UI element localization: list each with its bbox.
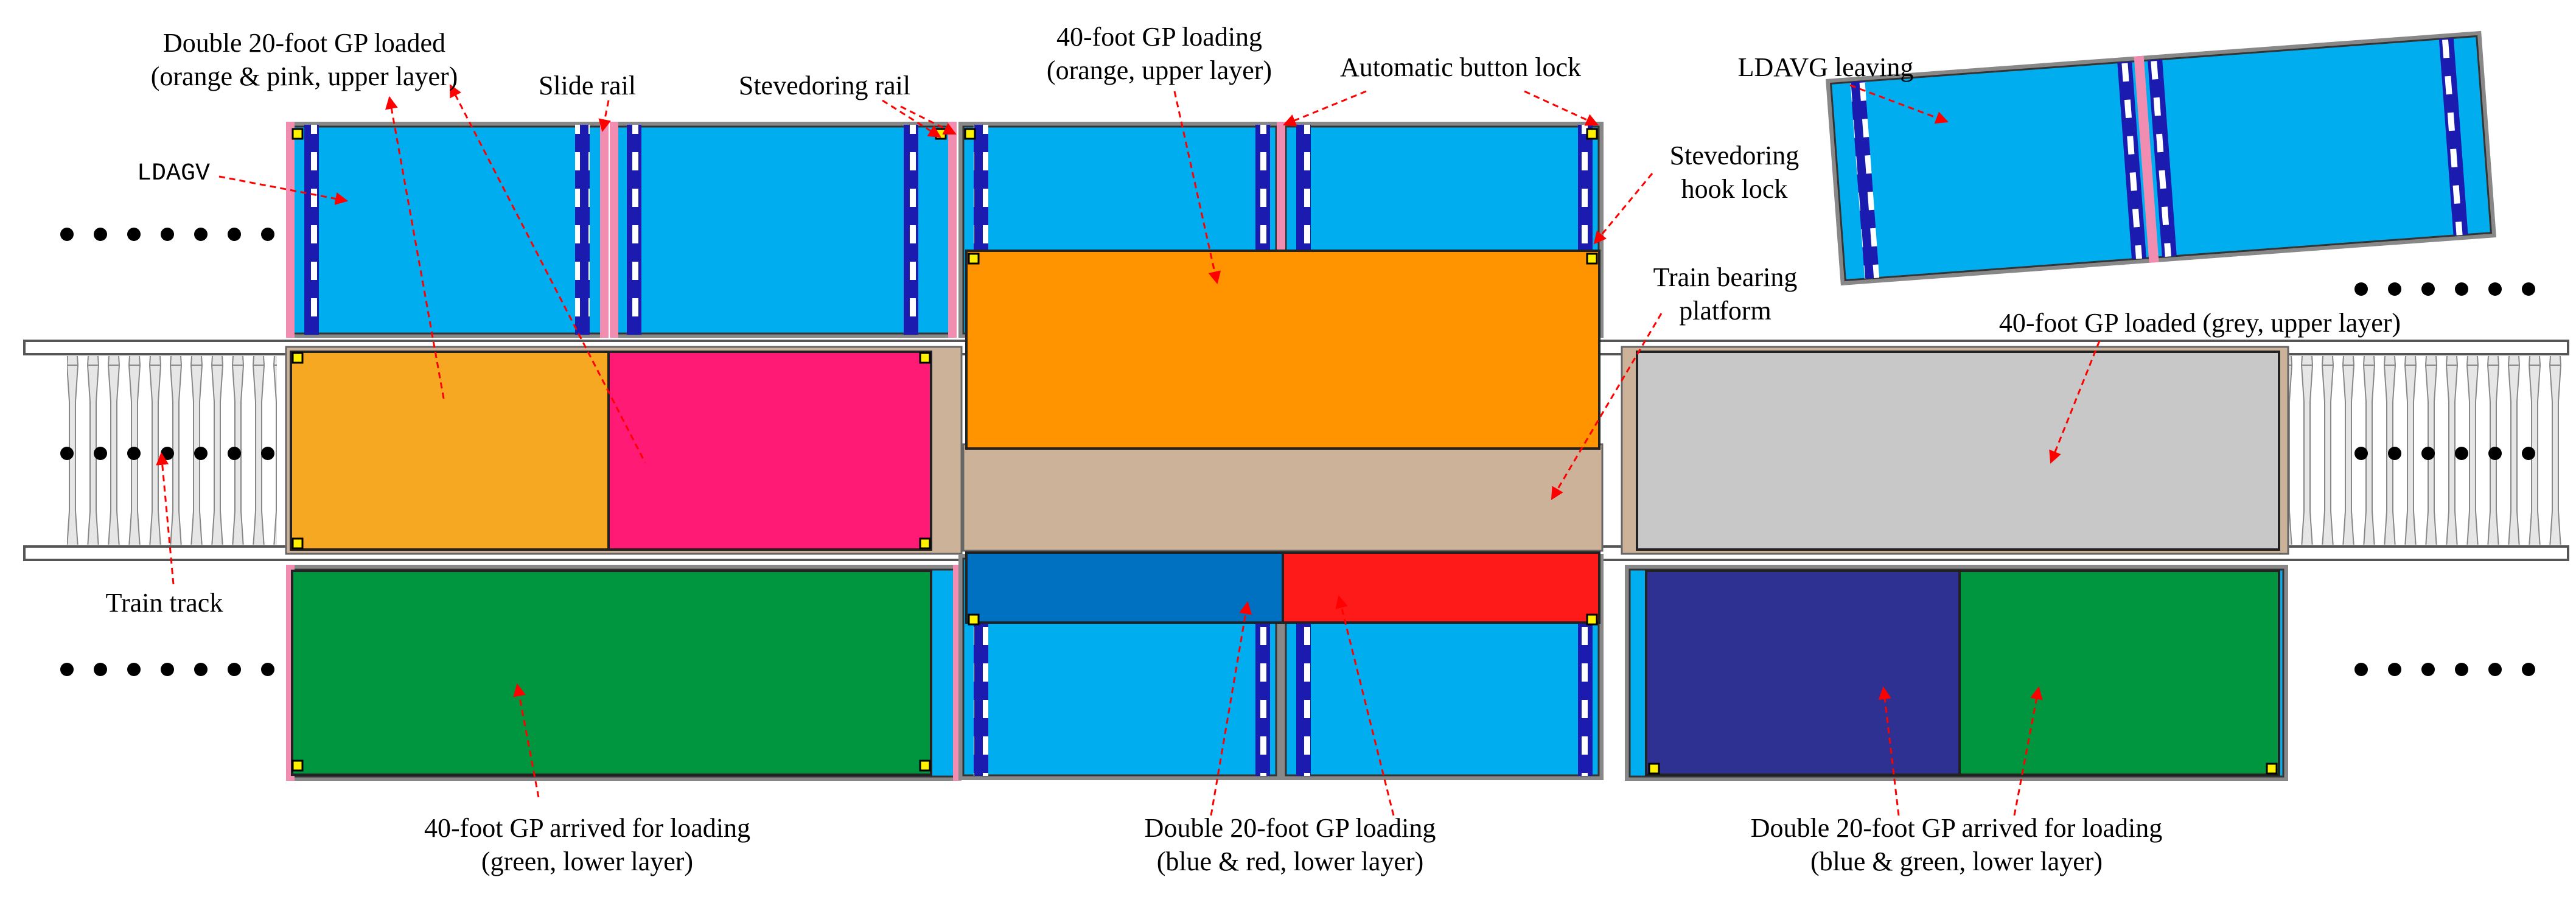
label-40ft-loading-line1: 40-foot GP loading — [1056, 22, 1262, 52]
slide-rail — [600, 122, 609, 338]
label-stevedoring-hook-line1: Stevedoring — [1670, 141, 1799, 170]
label-double20-loading-line1: Double 20-foot GP loading — [1145, 813, 1436, 843]
container-20ft-blue — [965, 551, 1284, 624]
stevedoring-rail — [974, 621, 988, 776]
label-40ft-arrived-line1: 40-foot GP arrived for loading — [424, 813, 750, 843]
container-40ft-green — [291, 570, 932, 776]
arrow-green-arrived — [513, 683, 540, 798]
train-bearing-platform — [962, 443, 1604, 552]
arrow-ldavg-leaving — [1849, 84, 1949, 124]
arrow-bearing-platform — [1551, 313, 1663, 500]
label-slide-rail: Slide rail — [539, 71, 636, 100]
agv-upper-left-group — [286, 122, 957, 338]
labels: Double 20-foot GP loaded (orange & pink,… — [106, 22, 2401, 876]
container-40ft-grey — [1636, 351, 2280, 551]
label-train-bearing-line2: platform — [1679, 296, 1771, 326]
stevedoring-rail — [2438, 38, 2468, 236]
label-double20-arrived-line2: (blue & green, lower layer) — [1810, 847, 2103, 876]
arrow-button-lock-right — [1524, 90, 1599, 126]
arrow-orange-40 — [1173, 91, 1221, 285]
stevedoring-rail — [627, 125, 641, 335]
slide-rail — [286, 122, 295, 338]
stevedoring-rail — [1255, 621, 1270, 776]
slide-rail — [610, 122, 618, 338]
stevedoring-rail — [1850, 81, 1880, 279]
label-train-bearing-line1: Train bearing — [1653, 262, 1798, 292]
label-stevedoring-hook-line2: hook lock — [1681, 174, 1788, 204]
arrow-blue-loading — [1210, 601, 1252, 816]
slide-rail — [948, 122, 957, 338]
arrow-hook-lock — [1593, 173, 1653, 245]
continuation-dots — [60, 228, 2535, 676]
container-20ft-pink — [607, 351, 932, 551]
leader-lines — [156, 84, 2101, 816]
container-20ft-orange — [290, 351, 610, 551]
container-40ft-orange — [965, 250, 1600, 450]
arrow-navy-arrived — [1878, 686, 1900, 816]
label-ldagv: LDAGV — [137, 160, 210, 187]
arrow-red-loading — [1335, 595, 1395, 816]
slide-rail — [2134, 55, 2159, 263]
stevedoring-rail — [1296, 621, 1311, 776]
label-40ft-arrived-line2: (green, lower layer) — [481, 847, 693, 876]
stevedoring-rail — [1578, 621, 1593, 776]
label-double20-loading-line2: (blue & red, lower layer) — [1157, 847, 1424, 876]
arrow-stevedoring-rail — [882, 99, 941, 138]
label-40ft-loading-line2: (orange, upper layer) — [1047, 55, 1272, 85]
label-double20-arrived-line1: Double 20-foot GP arrived for loading — [1751, 813, 2163, 843]
stevedoring-rail — [2117, 61, 2146, 259]
container-20ft-red — [1282, 551, 1600, 624]
arrow-ldagv — [218, 175, 349, 205]
container-20ft-green — [1958, 570, 2280, 776]
label-automatic-button-lock: Automatic button lock — [1340, 52, 1581, 82]
arrow-green-20-arrived — [2013, 686, 2043, 816]
ldavg-leaving — [1826, 30, 2497, 286]
loaded-double-20-on-train — [285, 346, 963, 555]
arrow-button-lock-left — [1283, 90, 1367, 127]
label-ldavg-leaving: LDAVG leaving — [1738, 52, 1914, 82]
stevedoring-rail — [904, 125, 918, 335]
ldagv-deck — [613, 125, 953, 335]
label-train-track: Train track — [106, 588, 223, 618]
label-double20-loaded-line2: (orange & pink, upper layer) — [151, 61, 458, 91]
stevedoring-rail — [2148, 59, 2177, 257]
stevedoring-rail — [304, 125, 319, 335]
label-40ft-grey-loaded: 40-foot GP loaded (grey, upper layer) — [1999, 308, 2401, 338]
container-20ft-navy — [1645, 570, 1961, 776]
automatic-button-locks — [291, 128, 2278, 775]
label-stevedoring-rail: Stevedoring rail — [739, 71, 910, 100]
label-double20-loaded-line1: Double 20-foot GP loaded — [163, 28, 445, 58]
arrow-slide-rail — [598, 100, 612, 133]
stevedoring-rail — [575, 125, 590, 335]
agv-lower-left-group — [286, 565, 962, 781]
agv-middle-group — [958, 122, 1604, 780]
arrow-grey-loaded — [2049, 340, 2101, 464]
agv-right-group — [1621, 346, 2289, 781]
ldagv-deck — [290, 125, 605, 335]
arrow-pink-loaded — [449, 84, 646, 463]
arrow-train-track — [156, 452, 175, 585]
